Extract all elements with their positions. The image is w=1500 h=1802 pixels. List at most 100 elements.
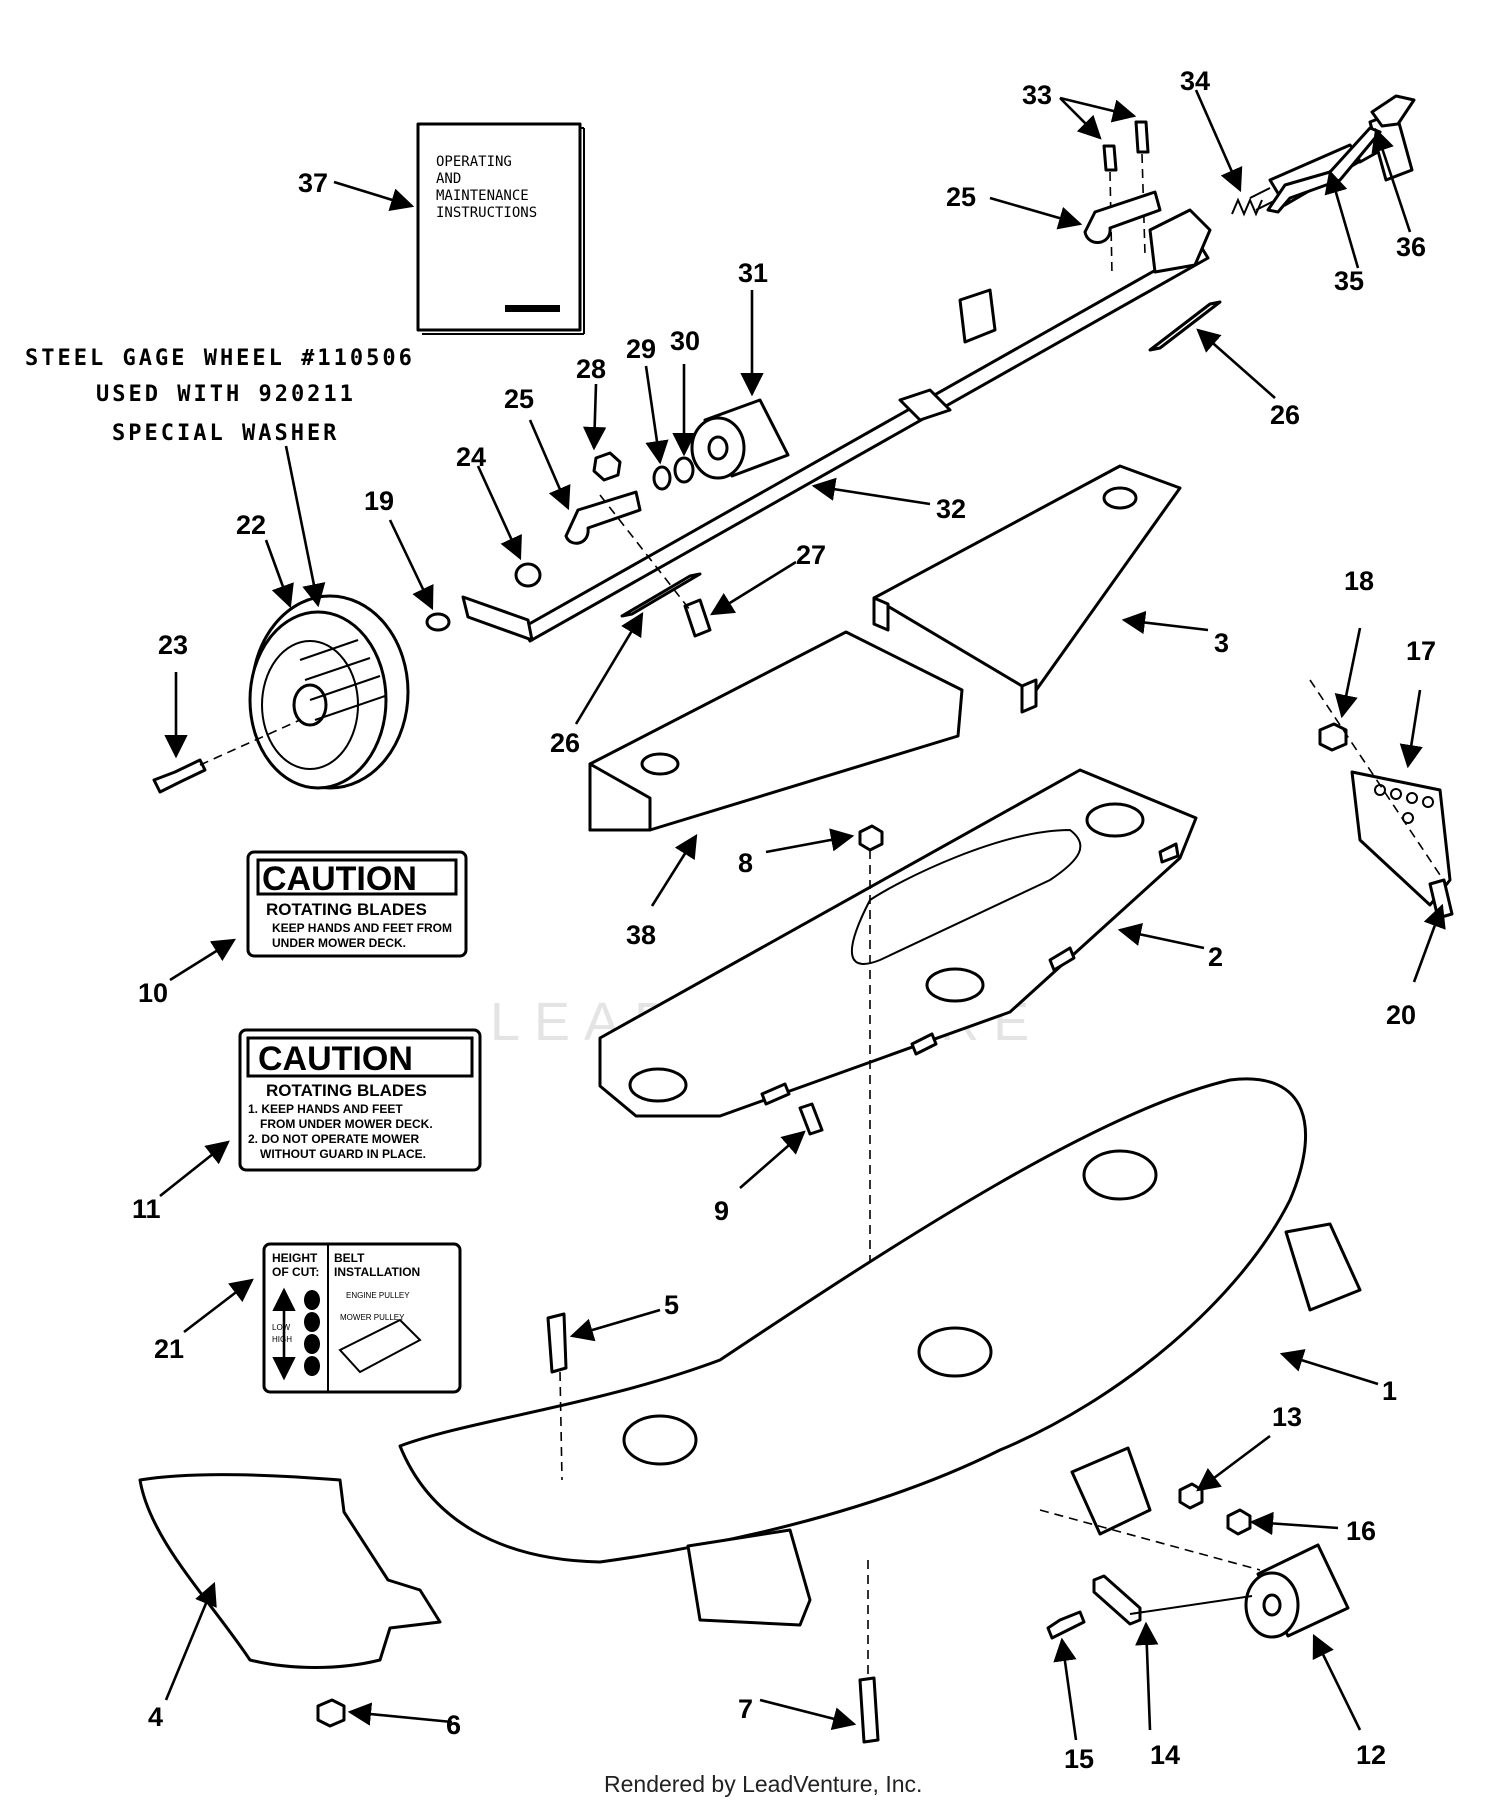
callout-27: 27 [796,540,826,570]
callout-16: 16 [1346,1516,1376,1546]
guard-4 [138,1473,442,1669]
gage-wheel-note: STEEL GAGE WHEEL #110506 USED WITH 92021… [25,346,415,446]
cover-38 [588,630,964,832]
callout-labels: 1 2 3 4 5 6 7 8 9 10 11 12 13 14 15 16 1… [132,66,1436,1774]
callout-19: 19 [364,486,394,516]
callout-21: 21 [154,1334,184,1364]
bolt-27 [683,598,712,638]
decal-21-high: HIGH [272,1335,292,1344]
callout-5: 5 [664,1290,679,1320]
pin-33-a [1102,144,1118,172]
link-14 [1092,1574,1142,1626]
callout-14: 14 [1150,1740,1180,1770]
decal-11-line: 1. KEEP HANDS AND FEET [248,1102,403,1116]
manual-line: MAINTENANCE [436,188,529,204]
decal-11-line: FROM UNDER MOWER DECK. [260,1117,433,1131]
callout-36: 36 [1396,232,1426,262]
callout-3: 3 [1214,628,1229,658]
decal-10: CAUTION ROTATING BLADES KEEP HANDS AND F… [246,850,468,958]
decal-11: CAUTION ROTATING BLADES 1. KEEP HANDS AN… [238,1028,482,1172]
decal-21-engine-pulley: ENGINE PULLEY [346,1291,410,1300]
footer-credit: Rendered by LeadVenture, Inc. [604,1771,922,1797]
callout-7: 7 [738,1694,753,1724]
manual-line: OPERATING [436,154,512,170]
callout-23: 23 [158,630,188,660]
washer-29 [652,465,672,491]
axle-pin-14 [1129,1595,1253,1615]
washer-19 [425,612,451,632]
note-line: STEEL GAGE WHEEL #110506 [25,346,415,371]
callout-30: 30 [670,326,700,356]
callout-25-right: 25 [946,182,976,212]
decal-11-line: WITHOUT GUARD IN PLACE. [260,1147,426,1161]
callout-6: 6 [446,1710,461,1740]
washer-30 [673,456,695,484]
nut-16 [1226,1508,1252,1536]
callout-9: 9 [714,1196,729,1226]
decal-21-right: BELT [334,1251,365,1265]
spring-34 [1231,197,1263,217]
bolt-15 [1046,1610,1086,1640]
callout-10: 10 [138,978,168,1008]
callout-8: 8 [738,848,753,878]
decal-10-line: KEEP HANDS AND FEET FROM [272,921,452,935]
callout-28: 28 [576,354,606,384]
decal-21: HEIGHT OF CUT: BELT INSTALLATION LOW HIG… [262,1242,462,1394]
nut-13 [1178,1482,1204,1510]
clip-25-right [1083,190,1162,244]
note-line: SPECIAL WASHER [112,421,339,446]
mower-deck-1 [398,1077,1362,1627]
operating-manual: OPERATING AND MAINTENANCE INSTRUCTIONS [416,122,585,335]
decal-21-right: INSTALLATION [334,1265,420,1279]
callout-1: 1 [1382,1376,1397,1406]
grip-36 [1370,94,1416,128]
callout-37: 37 [298,168,328,198]
callout-29: 29 [626,334,656,364]
decal-21-mower-pulley: MOWER PULLEY [340,1313,405,1322]
manual-line: AND [436,171,461,187]
bolt-7 [858,1676,880,1744]
decal-21-left: HEIGHT [272,1251,318,1265]
callout-4: 4 [148,1702,163,1732]
gage-wheel [248,594,410,790]
nut-8 [858,824,884,852]
roller-12 [1244,1543,1350,1639]
bolt-5 [546,1312,568,1374]
callout-34: 34 [1180,66,1210,96]
callout-25-left: 25 [504,384,534,414]
callout-38: 38 [626,920,656,950]
bolt-23 [152,758,207,794]
nut-18 [1318,722,1348,752]
decal-21-left: OF CUT: [272,1265,319,1279]
nut-6 [316,1698,346,1728]
callout-20: 20 [1386,1000,1416,1030]
deck-plate-2 [598,768,1198,1118]
callout-31: 31 [738,258,768,288]
callout-35: 35 [1334,266,1364,296]
callout-15: 15 [1064,1744,1094,1774]
manual-line: INSTRUCTIONS [436,205,537,221]
callout-26-right: 26 [1270,400,1300,430]
callout-33: 33 [1022,80,1052,110]
callout-18: 18 [1344,566,1374,596]
decal-11-subtitle: ROTATING BLADES [266,1081,427,1100]
bolt-9 [798,1102,824,1136]
decal-11-line: 2. DO NOT OPERATE MOWER [248,1132,419,1146]
callout-13: 13 [1272,1402,1302,1432]
nut-24 [514,562,542,588]
callout-22: 22 [236,510,266,540]
pin-33-b [1134,120,1150,154]
cover-3 [872,464,1182,714]
callout-17: 17 [1406,636,1436,666]
roller-31 [690,398,790,480]
decal-10-subtitle: ROTATING BLADES [266,900,427,919]
decal-11-title: CAUTION [258,1040,413,1078]
decal-21-low: LOW [272,1323,291,1332]
note-line: USED WITH 920211 [96,382,356,407]
decal-10-title: CAUTION [262,860,417,898]
washer-26-right [1148,300,1222,352]
callout-24: 24 [456,442,486,472]
nut-28 [592,451,622,482]
callout-12: 12 [1356,1740,1386,1770]
